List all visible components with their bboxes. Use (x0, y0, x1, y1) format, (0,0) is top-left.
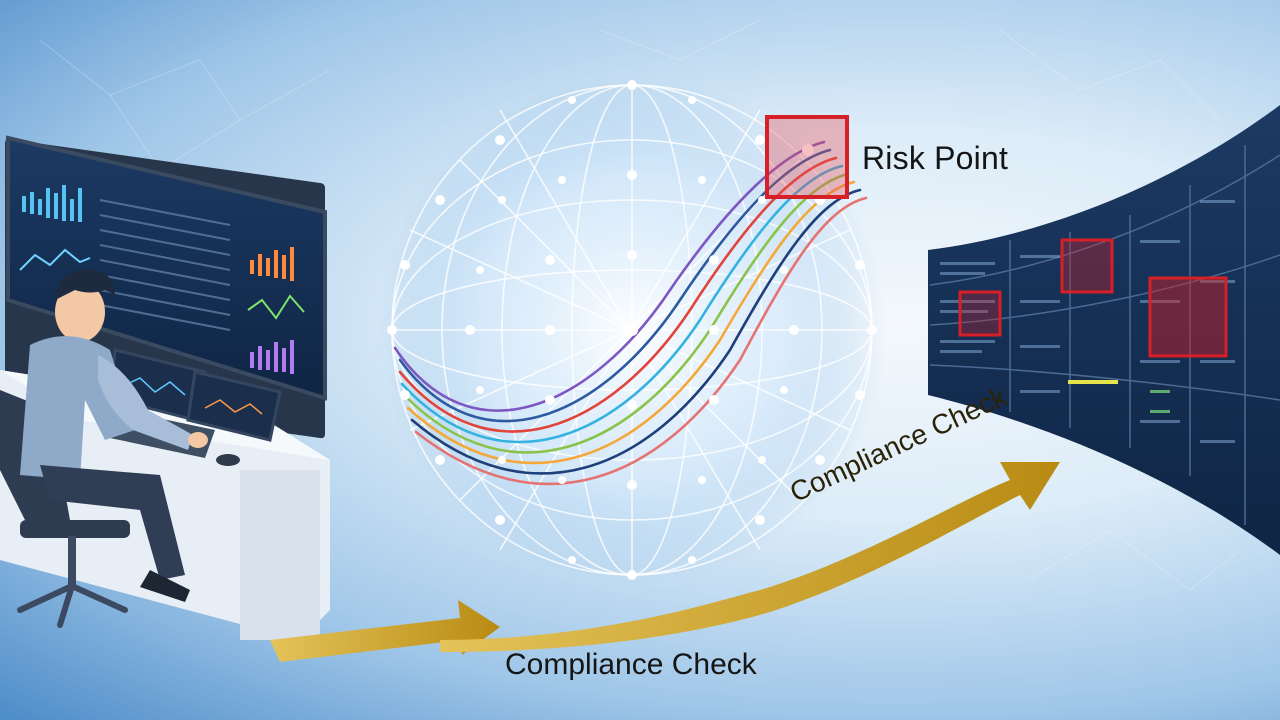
compliance-arrow-lower (270, 600, 500, 662)
compliance-arrow-upper (440, 462, 1060, 652)
analyst-illustration (0, 135, 330, 640)
compliance-check-caption: Compliance Check (505, 648, 757, 681)
dashboard-wall-icon (928, 105, 1280, 555)
risk-highlight-3 (1148, 276, 1228, 358)
background-network-lines (39, 19, 1241, 591)
risk-highlight-2 (958, 290, 1002, 337)
risk-highlight-1 (1060, 238, 1114, 294)
risk-point-box (765, 115, 849, 199)
risk-point-label: Risk Point (862, 140, 1009, 176)
large-monitor (6, 135, 327, 401)
network-globe-icon (377, 75, 887, 585)
